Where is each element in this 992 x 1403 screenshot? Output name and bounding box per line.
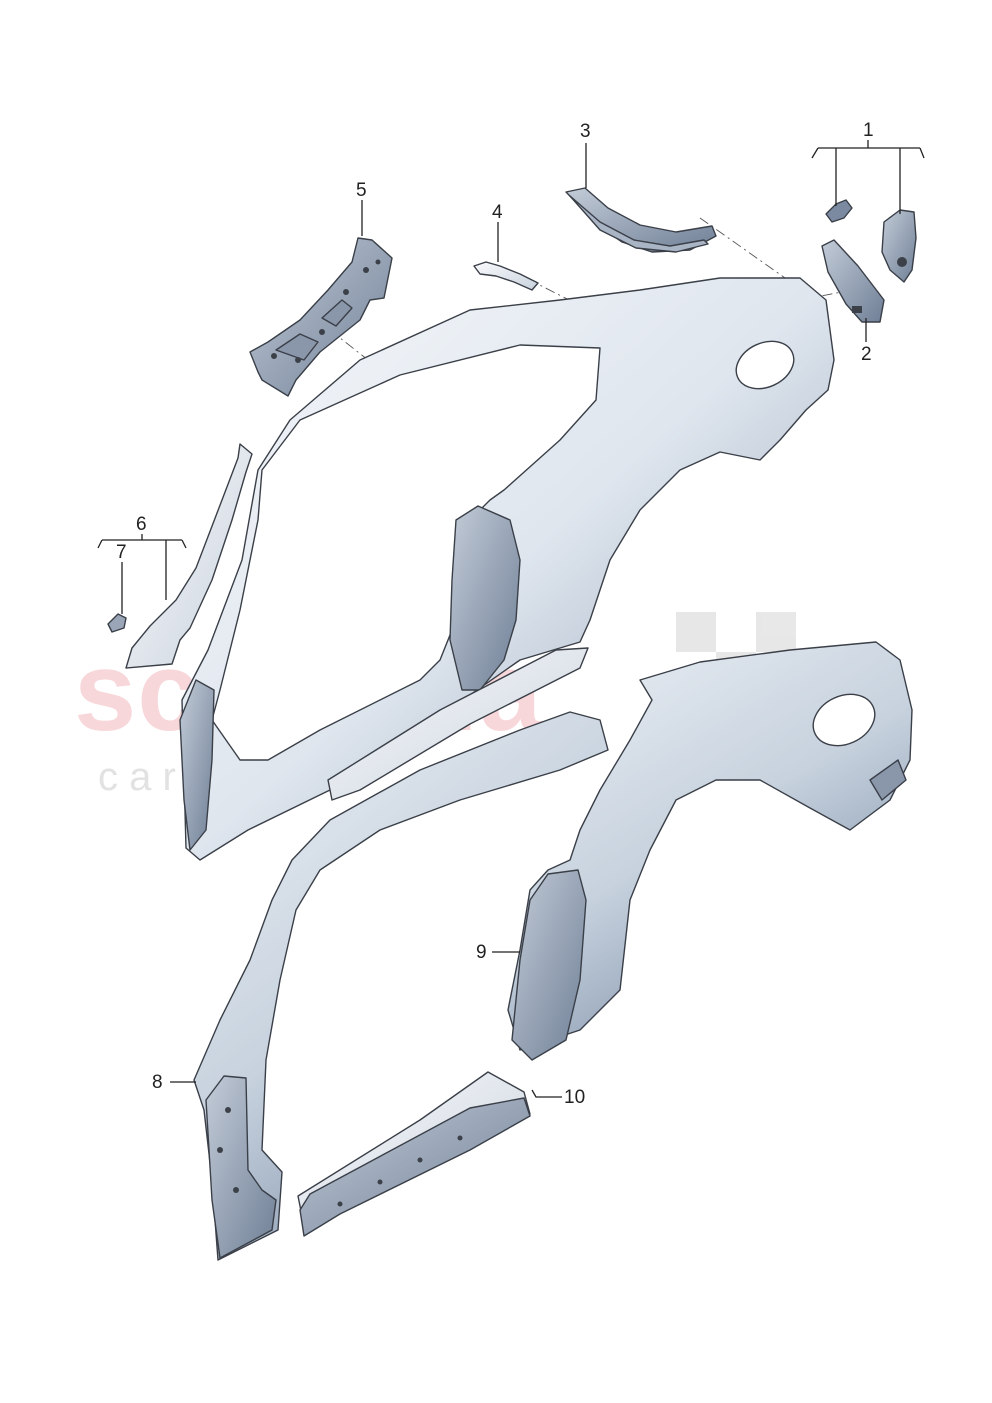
part-9-quarter-panel [507, 641, 913, 1061]
leader-lines [97, 140, 925, 1098]
part-10-sill [297, 1071, 531, 1237]
callout-labels: 1 2 3 4 5 6 7 8 9 10 [116, 120, 874, 1108]
part-6-7-pillar-trim [107, 443, 253, 669]
callout-7: 7 [116, 542, 127, 563]
part-8-side-frame [193, 711, 609, 1261]
part-1-2-brackets [821, 199, 917, 323]
callout-3: 3 [580, 121, 591, 142]
part-3-flange [569, 195, 709, 253]
callout-5: 5 [356, 180, 367, 201]
callout-2: 2 [861, 344, 872, 365]
callout-1: 1 [863, 120, 874, 141]
callout-9: 9 [476, 942, 487, 963]
callout-8: 8 [152, 1072, 163, 1093]
callout-4: 4 [492, 202, 503, 223]
part-5-reinforcement [249, 237, 393, 397]
part-4-bracket [473, 261, 539, 291]
callout-6: 6 [136, 514, 147, 535]
upper-side-panel [179, 277, 835, 861]
callout-10: 10 [564, 1087, 585, 1108]
